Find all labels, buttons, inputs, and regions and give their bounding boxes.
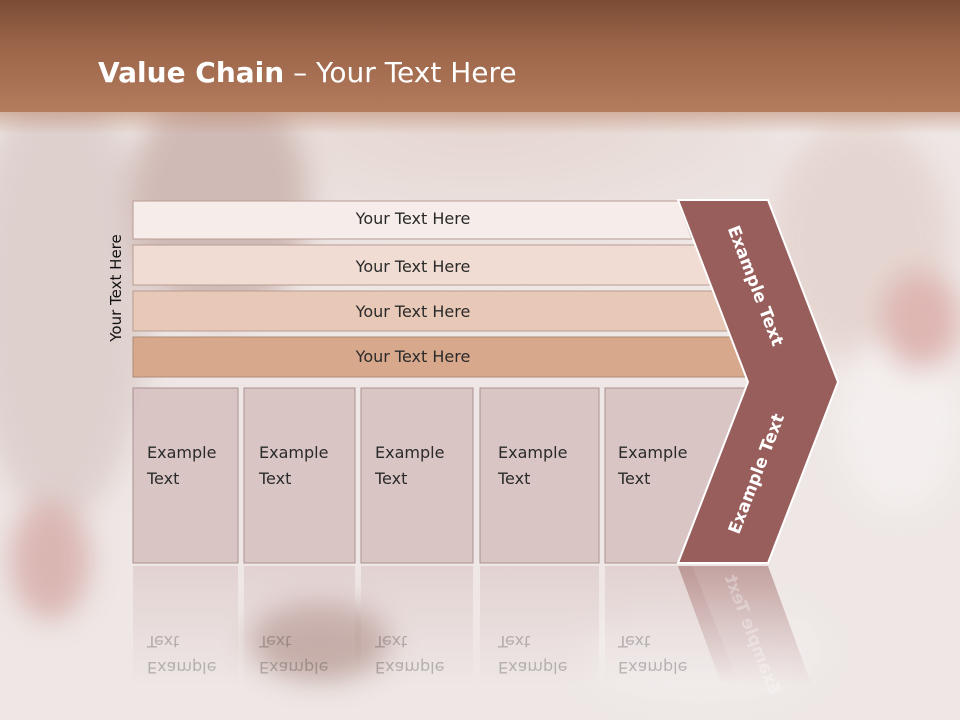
column-3-line-1: Example: [375, 443, 445, 462]
column-5-line-2: Text: [618, 469, 651, 488]
reflection-label-2: Example Text: [259, 628, 328, 680]
reflection-3-line-1: Example: [375, 658, 445, 677]
column-1-line-1: Example: [147, 443, 217, 462]
slide-title-rest: – Your Text Here: [284, 56, 517, 89]
margin-chevron-arrow[interactable]: [676, 199, 840, 564]
column-2-line-2: Text: [259, 469, 292, 488]
reflection-label-3: Example Text: [375, 628, 444, 680]
reflection-5-line-1: Example: [618, 658, 688, 677]
support-row-3-label: Your Text Here: [355, 302, 471, 321]
header-band: [0, 0, 960, 112]
reflection-column-5: [605, 566, 740, 686]
reflection-2-line-2: Text: [259, 632, 292, 651]
primary-column-2[interactable]: [243, 387, 356, 564]
support-row-2-label: Your Text Here: [355, 257, 471, 276]
column-1-line-2: Text: [147, 469, 180, 488]
reflection-1-line-2: Text: [147, 632, 180, 651]
reflection-2-line-1: Example: [259, 658, 329, 677]
reflection-arrow: [678, 566, 812, 686]
primary-column-3[interactable]: [360, 387, 474, 564]
reflection-3-line-2: Text: [375, 632, 408, 651]
slide-title-bold: Value Chain: [98, 56, 285, 89]
support-row-1-label: Your Text Here: [355, 209, 471, 228]
primary-column-1[interactable]: [132, 387, 239, 564]
column-3-line-2: Text: [375, 469, 408, 488]
column-2-line-1: Example: [259, 443, 329, 462]
primary-column-4[interactable]: [479, 387, 600, 564]
column-4-line-1: Example: [498, 443, 568, 462]
reflection-label-5: Example Text: [618, 628, 687, 680]
header-shadow: [0, 112, 960, 134]
reflection-4-line-2: Text: [498, 632, 531, 651]
reflection-column-1: [133, 566, 238, 686]
reflection-column-2: [244, 566, 355, 686]
reflection-label-1: Example Text: [147, 628, 216, 680]
slide-title: Value Chain – Your Text Here: [98, 56, 517, 89]
reflection-1-line-1: Example: [147, 658, 217, 677]
reflection-column-3: [361, 566, 473, 686]
column-4-line-2: Text: [498, 469, 531, 488]
reflection-column-4: [480, 566, 599, 686]
column-5-line-1: Example: [618, 443, 688, 462]
reflection-5-line-2: Text: [618, 632, 651, 651]
reflection-4-line-1: Example: [498, 658, 568, 677]
reflection-label-4: Example Text: [498, 628, 567, 680]
support-row-4-label: Your Text Here: [355, 347, 471, 366]
